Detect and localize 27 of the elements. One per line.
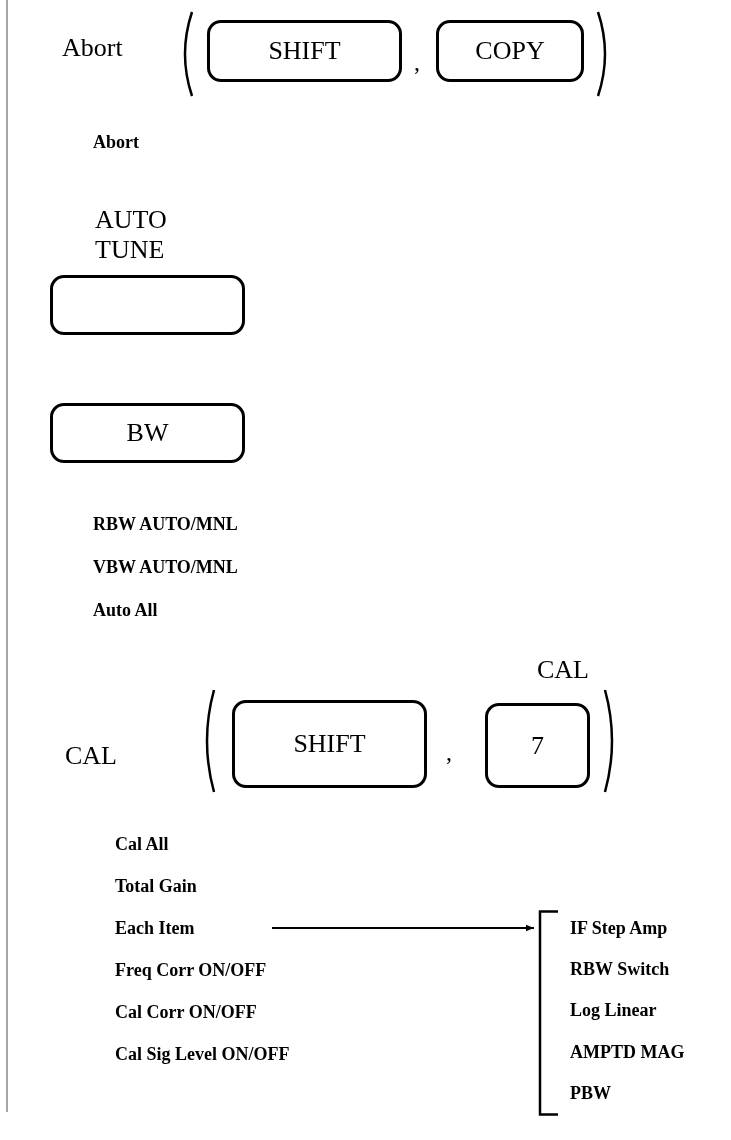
menu-item: Each Item bbox=[115, 914, 272, 942]
key-button: COPY bbox=[436, 20, 584, 82]
label-text: Freq Corr ON/OFF bbox=[115, 959, 267, 982]
label-text: Auto All bbox=[93, 599, 158, 622]
key-button: SHIFT bbox=[232, 700, 427, 788]
label-text: Cal Corr ON/OFF bbox=[115, 1001, 257, 1024]
label-text: Abort bbox=[62, 34, 123, 62]
label-text: RBW AUTO/MNL bbox=[93, 513, 238, 536]
key-button: SHIFT bbox=[207, 20, 402, 82]
key-button: 7 bbox=[485, 703, 590, 788]
submenu-item: IF Step Amp bbox=[570, 917, 668, 940]
label-text: , bbox=[414, 48, 420, 76]
arrow bbox=[271, 924, 535, 932]
submenu-item: Log Linear bbox=[570, 999, 657, 1023]
label-text: Cal Sig Level ON/OFF bbox=[115, 1043, 290, 1066]
key-heading: AUTO TUNE bbox=[95, 205, 168, 265]
label-text: CAL bbox=[65, 742, 117, 770]
submenu-item: PBW bbox=[570, 1081, 611, 1105]
label-text: VBW AUTO/MNL bbox=[93, 556, 238, 579]
label-text: Total Gain bbox=[115, 875, 197, 898]
submenu-item: AMPTD MAG bbox=[570, 1040, 685, 1064]
key-heading: CAL bbox=[537, 655, 590, 685]
label-text: Cal All bbox=[115, 833, 169, 856]
key-button: BW bbox=[50, 403, 245, 463]
label-text: Abort bbox=[93, 131, 139, 154]
label-text: , bbox=[446, 738, 452, 766]
submenu-item: RBW Switch bbox=[570, 958, 670, 982]
